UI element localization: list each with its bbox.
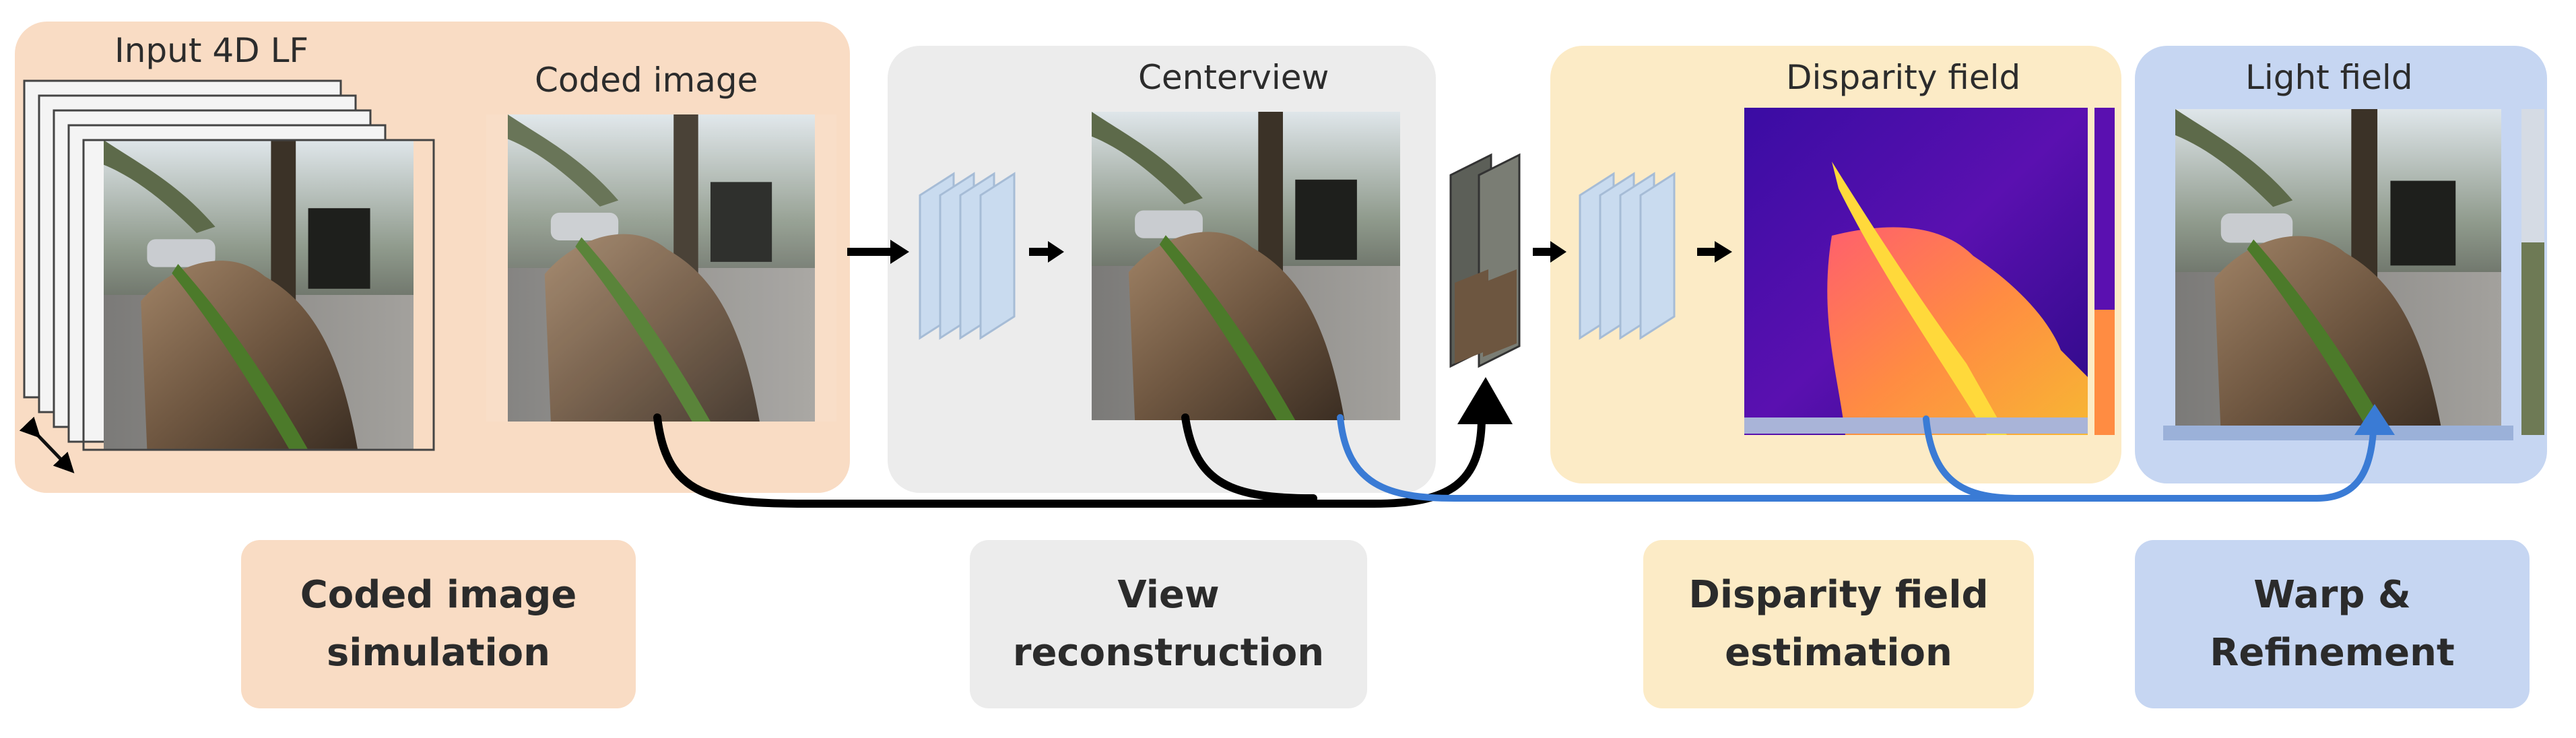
arrow-right-icon bbox=[1029, 241, 1064, 263]
centerview-title: Centerview bbox=[1138, 58, 1329, 97]
arrow-right-icon bbox=[1697, 241, 1732, 263]
cnn-block-icon bbox=[919, 172, 1016, 340]
skip-connection-black bbox=[653, 413, 1486, 508]
coded-image-title: Coded image bbox=[535, 61, 758, 100]
input-4d-lf-stack bbox=[23, 79, 435, 451]
coded-image bbox=[486, 114, 836, 422]
warp-refinement-label: Warp &Refinement bbox=[2135, 540, 2530, 708]
arrow-up-icon bbox=[1457, 377, 1513, 424]
arrow-up-icon bbox=[2354, 404, 2395, 435]
skip-connection-blue bbox=[1337, 414, 2377, 502]
input-4d-lf-title: Input 4D LF bbox=[114, 31, 309, 70]
arrow-right-icon bbox=[847, 240, 909, 264]
light-field-title: Light field bbox=[2245, 58, 2413, 97]
cnn-block-icon bbox=[1579, 172, 1676, 340]
disparity-field-title: Disparity field bbox=[1786, 58, 2021, 97]
centerview-image bbox=[1092, 112, 1400, 420]
double-arrow-icon bbox=[19, 416, 75, 473]
disparity-field-map bbox=[1744, 108, 2115, 435]
light-field-image bbox=[2163, 109, 2544, 440]
arrow-right-icon bbox=[1533, 241, 1566, 263]
intermediate-views bbox=[1449, 153, 1521, 368]
